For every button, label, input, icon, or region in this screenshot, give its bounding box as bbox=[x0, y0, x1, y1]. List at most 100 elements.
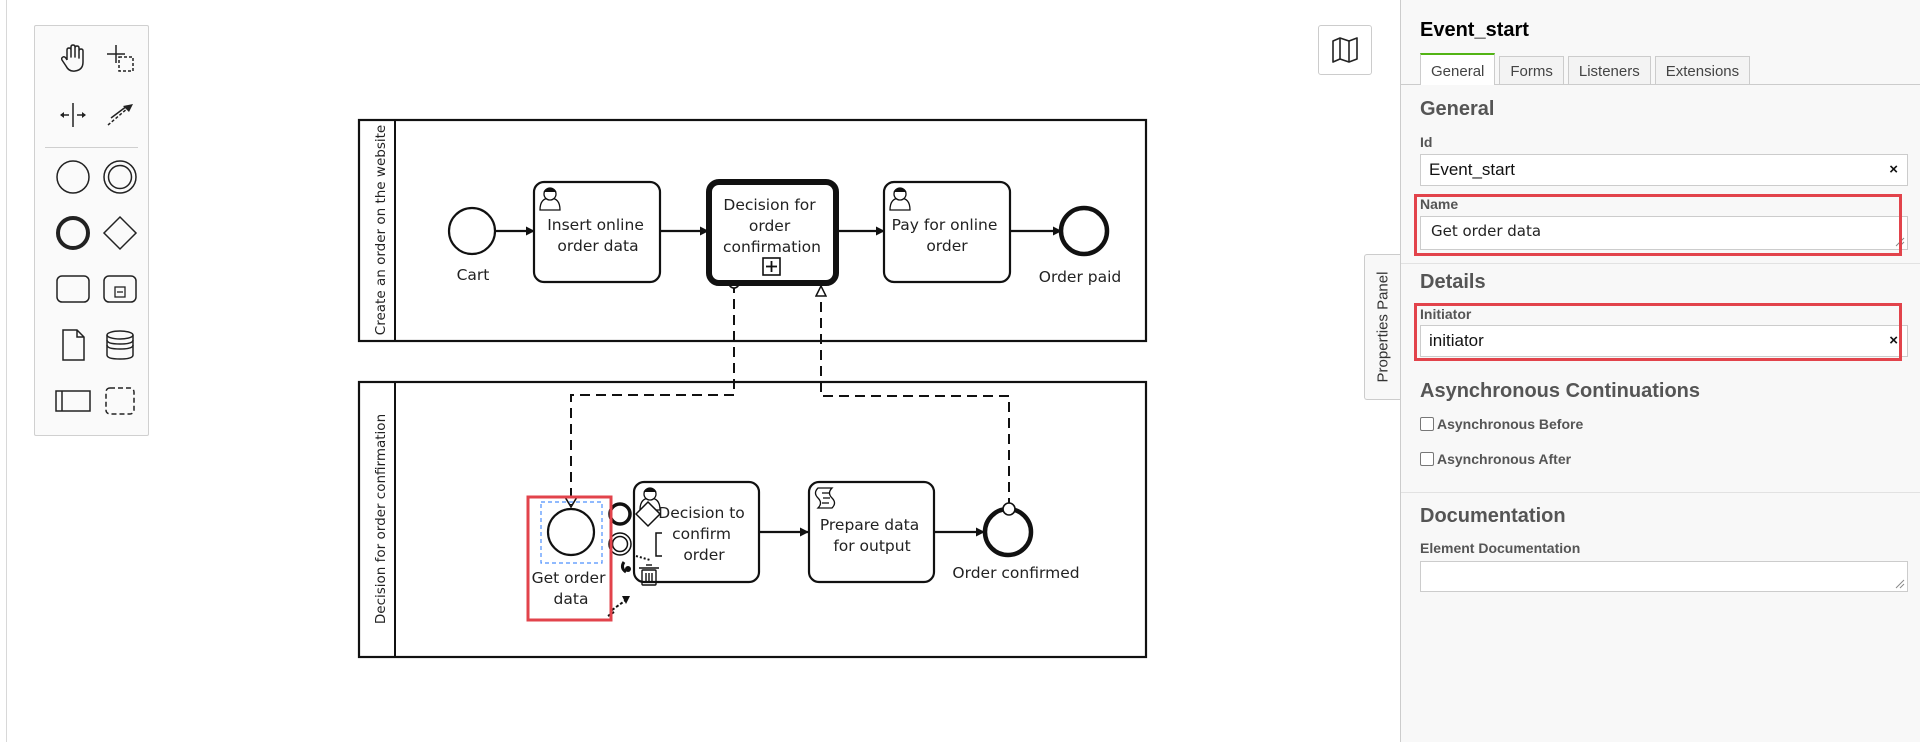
tab-listeners[interactable]: Listeners bbox=[1567, 56, 1651, 85]
label-confirm-1: Decision to bbox=[658, 504, 744, 522]
map-icon bbox=[1332, 37, 1358, 63]
pool-label-create-order: Create an order on the website bbox=[373, 125, 389, 335]
initiator-input[interactable]: initiator × bbox=[1420, 325, 1908, 357]
id-input[interactable]: Event_start × bbox=[1420, 154, 1908, 186]
group-title-details: Details bbox=[1420, 271, 1486, 293]
context-pad[interactable] bbox=[607, 500, 662, 617]
participant-icon[interactable] bbox=[51, 379, 95, 423]
resize-grip-icon[interactable] bbox=[1895, 579, 1905, 589]
expand-marker-icon bbox=[762, 257, 781, 276]
group-divider bbox=[1401, 492, 1920, 493]
tabs-underline bbox=[1401, 84, 1920, 85]
palette bbox=[34, 25, 149, 436]
svg-text:Get order data: Get order data bbox=[532, 569, 611, 608]
end-event-order-paid[interactable]: Order paid bbox=[1039, 205, 1121, 286]
palette-separator bbox=[45, 147, 138, 148]
gateway-icon[interactable] bbox=[98, 211, 142, 255]
properties-panel-toggle[interactable]: Properties Panel bbox=[1364, 254, 1400, 400]
script-icon bbox=[814, 487, 836, 509]
minimap-toggle-button[interactable] bbox=[1318, 25, 1372, 75]
initiator-value: initiator bbox=[1429, 331, 1484, 350]
label-get-order-2: data bbox=[554, 590, 589, 608]
trash-icon[interactable] bbox=[639, 564, 659, 586]
subprocess-decision-for-order-confirmation[interactable]: Decision for order confirmation bbox=[706, 179, 839, 286]
svg-text:Insert online order data: Insert online order data bbox=[547, 216, 649, 255]
hand-tool-icon[interactable] bbox=[51, 36, 95, 80]
clear-initiator-icon[interactable]: × bbox=[1889, 332, 1898, 349]
element-title: Event_start bbox=[1420, 19, 1529, 41]
name-input[interactable]: Get order data bbox=[1420, 216, 1908, 250]
user-icon bbox=[889, 187, 911, 211]
tab-extensions[interactable]: Extensions bbox=[1654, 56, 1751, 85]
tab-general[interactable]: General bbox=[1420, 53, 1496, 85]
group-icon[interactable] bbox=[98, 379, 142, 423]
label-decision-2: order bbox=[749, 217, 791, 235]
data-store-icon[interactable] bbox=[98, 323, 142, 367]
async-after-label: Asynchronous After bbox=[1437, 451, 1572, 467]
start-event-get-order-data[interactable]: Get order data bbox=[532, 501, 611, 608]
initiator-label: Initiator bbox=[1420, 306, 1472, 322]
end-event-icon[interactable] bbox=[51, 211, 95, 255]
tab-forms[interactable]: Forms bbox=[1499, 56, 1564, 85]
pool-label-decision-order: Decision for order confirmation bbox=[373, 414, 389, 624]
label-prepare-2: for output bbox=[833, 537, 910, 555]
element-documentation-label: Element Documentation bbox=[1420, 540, 1581, 556]
end-event-order-confirmed[interactable]: Order confirmed bbox=[952, 502, 1080, 582]
start-event-icon[interactable] bbox=[51, 155, 95, 199]
highlight-get-order-data bbox=[526, 495, 613, 622]
label-insert-1: Insert online bbox=[547, 216, 644, 234]
async-after-row[interactable]: Asynchronous After bbox=[1420, 451, 1571, 467]
label-decision-3: confirmation bbox=[723, 238, 821, 256]
clear-id-icon[interactable]: × bbox=[1889, 161, 1898, 178]
label-confirm-3: order bbox=[683, 546, 725, 564]
label-pay-1: Pay for online bbox=[892, 216, 998, 234]
id-label: Id bbox=[1420, 134, 1433, 150]
append-gateway-icon[interactable] bbox=[634, 500, 662, 528]
intermediate-event-icon[interactable] bbox=[98, 155, 142, 199]
message-flows[interactable] bbox=[570, 283, 1010, 508]
async-before-checkbox[interactable] bbox=[1420, 417, 1434, 431]
async-before-label: Asynchronous Before bbox=[1437, 416, 1584, 432]
name-value: Get order data bbox=[1431, 222, 1542, 240]
task-decision-to-confirm-order[interactable]: Decision to confirm order bbox=[632, 480, 761, 584]
lasso-tool-icon[interactable] bbox=[98, 36, 142, 80]
append-text-annotation-icon[interactable] bbox=[655, 532, 662, 557]
label-order-paid: Order paid bbox=[1039, 268, 1121, 286]
properties-panel: Event_start General Forms Listeners Exte… bbox=[1400, 0, 1920, 742]
label-decision-1: Decision for bbox=[723, 196, 816, 214]
task-icon[interactable] bbox=[51, 267, 95, 311]
async-after-checkbox[interactable] bbox=[1420, 452, 1434, 466]
properties-tabs: General Forms Listeners Extensions bbox=[1420, 53, 1754, 85]
label-confirm-2: confirm bbox=[672, 525, 731, 543]
bpmn-diagram[interactable]: Create an order on the website Decision … bbox=[0, 0, 1400, 742]
async-before-row[interactable]: Asynchronous Before bbox=[1420, 416, 1583, 432]
svg-text:Prepare data for output: Prepare data for output bbox=[820, 516, 924, 555]
label-cart: Cart bbox=[457, 266, 490, 284]
subprocess-icon[interactable] bbox=[98, 267, 142, 311]
svg-text:Decision to confirm: Decision to confirm order bbox=[658, 504, 749, 564]
label-prepare-1: Prepare data bbox=[820, 516, 919, 534]
task-pay-for-online-order[interactable]: Pay for online order bbox=[882, 180, 1012, 284]
space-tool-icon[interactable] bbox=[51, 93, 95, 137]
task-insert-online-order-data[interactable]: Insert online order data bbox=[532, 180, 662, 284]
group-title-documentation: Documentation bbox=[1420, 505, 1566, 527]
resize-grip-icon[interactable] bbox=[1895, 237, 1905, 247]
id-value: Event_start bbox=[1429, 160, 1515, 179]
connect-tool-icon[interactable] bbox=[620, 555, 651, 574]
group-title-async: Asynchronous Continuations bbox=[1420, 380, 1700, 402]
task-prepare-data-for-output[interactable]: Prepare data for output bbox=[807, 480, 936, 584]
label-order-confirmed: Order confirmed bbox=[952, 564, 1079, 582]
global-connect-tool-icon[interactable] bbox=[98, 93, 142, 137]
element-documentation-input[interactable] bbox=[1420, 561, 1908, 592]
label-pay-2: order bbox=[926, 237, 968, 255]
user-icon bbox=[539, 187, 561, 211]
group-divider bbox=[1401, 263, 1920, 264]
data-object-icon[interactable] bbox=[51, 323, 95, 367]
name-label: Name bbox=[1420, 196, 1459, 212]
svg-text:Decision for order: Decision for order confirmation bbox=[723, 196, 821, 256]
group-title-general: General bbox=[1420, 98, 1495, 120]
append-intermediate-event-icon[interactable] bbox=[608, 532, 632, 556]
svg-text:Pay for online order: Pay for online order bbox=[892, 216, 1003, 255]
append-end-event-icon[interactable] bbox=[608, 502, 632, 526]
start-event-cart[interactable]: Cart bbox=[447, 206, 497, 284]
